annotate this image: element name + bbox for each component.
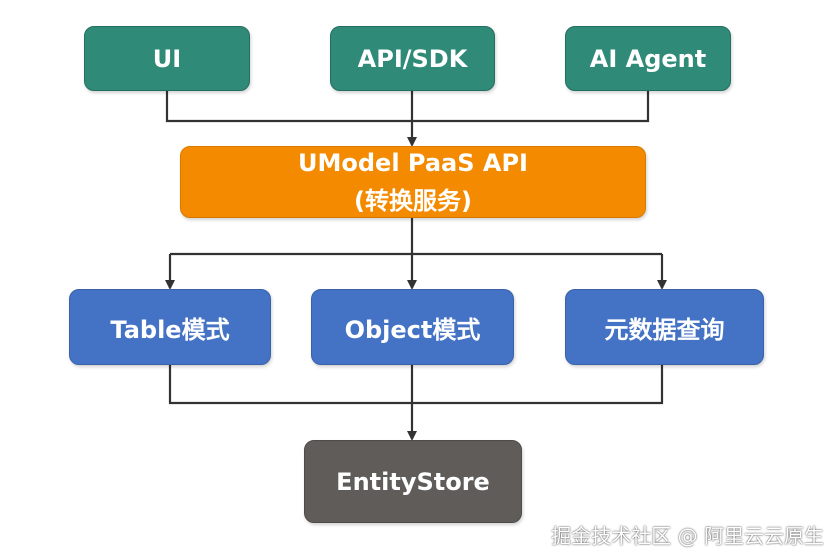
ai-agent-node-label: AI Agent: [589, 44, 707, 73]
watermark: 掘金技术社区 @ 阿里云云原生: [551, 524, 824, 548]
entitystore-label: EntityStore: [336, 467, 490, 496]
object-mode-node: Object模式: [311, 289, 514, 365]
connector-clients-merge: [165, 91, 650, 123]
gateway-subtitle: (转换服务): [354, 187, 472, 215]
connector-modes-merge: [168, 365, 664, 405]
ai-agent-node: AI Agent: [565, 26, 731, 91]
table-mode-node: Table模式: [69, 289, 271, 365]
umodel-paas-api-node: UModel PaaS API (转换服务): [180, 146, 646, 218]
metadata-query-label: 元数据查询: [604, 315, 725, 344]
ui-node: UI: [84, 26, 250, 91]
gateway-title: UModel PaaS API: [298, 149, 528, 177]
table-mode-label: Table模式: [110, 315, 230, 344]
entitystore-node: EntityStore: [304, 440, 522, 523]
api-sdk-node-label: API/SDK: [357, 44, 468, 73]
metadata-query-node: 元数据查询: [565, 289, 764, 365]
ui-node-label: UI: [152, 44, 182, 73]
api-sdk-node: API/SDK: [330, 26, 495, 91]
object-mode-label: Object模式: [344, 315, 481, 344]
